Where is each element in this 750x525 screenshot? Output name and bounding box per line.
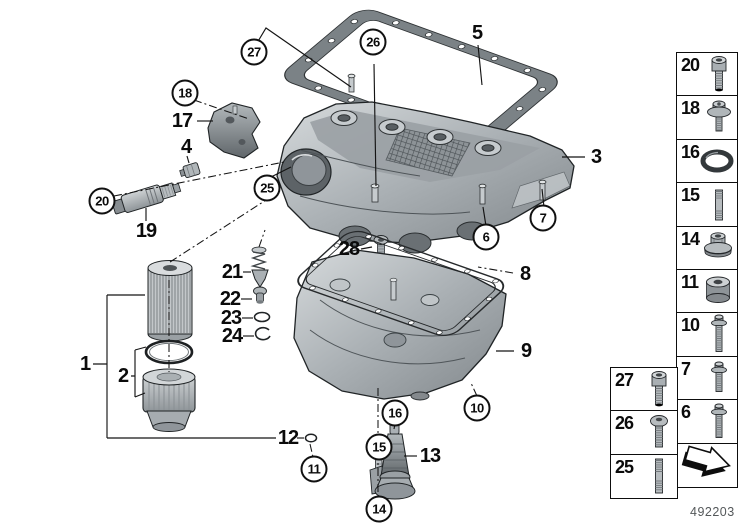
torx-screw-with-washer-icon bbox=[702, 97, 736, 139]
legend-part-number: 10 bbox=[681, 315, 700, 336]
flange-bolt-medium-icon bbox=[702, 401, 736, 443]
callout-21[interactable]: 21 bbox=[221, 261, 243, 283]
legend-cell-25[interactable]: 25 bbox=[610, 453, 678, 499]
callout-6[interactable]: 6 bbox=[472, 223, 500, 251]
callout-2[interactable]: 2 bbox=[117, 365, 129, 387]
legend-part-number: 26 bbox=[615, 413, 634, 434]
screw-plug-icon bbox=[700, 271, 736, 313]
callout-4[interactable]: 4 bbox=[180, 136, 192, 158]
legend-cell-arrow[interactable] bbox=[676, 442, 738, 488]
socket-head-cap-screw-icon bbox=[702, 54, 736, 96]
callout-3[interactable]: 3 bbox=[590, 146, 602, 168]
callout-5[interactable]: 5 bbox=[471, 22, 483, 44]
callout-26[interactable]: 26 bbox=[359, 28, 387, 56]
callout-17[interactable]: 17 bbox=[171, 110, 193, 132]
callout-14[interactable]: 14 bbox=[365, 495, 393, 523]
legend-cell-14[interactable]: 14 bbox=[676, 225, 738, 271]
legend-cell-6[interactable]: 6 bbox=[676, 399, 738, 445]
callout-1[interactable]: 1 bbox=[79, 353, 91, 375]
stud-bolt-long-icon bbox=[642, 455, 676, 497]
callout-24[interactable]: 24 bbox=[221, 325, 243, 347]
legend-part-number: 16 bbox=[681, 141, 700, 162]
callout-28[interactable]: 28 bbox=[338, 238, 360, 260]
legend-cell-10[interactable]: 10 bbox=[676, 312, 738, 358]
callout-13[interactable]: 13 bbox=[419, 445, 441, 467]
legend-part-number: 6 bbox=[681, 402, 691, 423]
callout-19[interactable]: 19 bbox=[135, 220, 157, 242]
callout-15[interactable]: 15 bbox=[365, 433, 393, 461]
bracket-drawing bbox=[207, 102, 261, 159]
callout-23[interactable]: 23 bbox=[220, 307, 242, 329]
flange-bolt-long-icon bbox=[702, 314, 736, 356]
callout-10[interactable]: 10 bbox=[463, 394, 491, 422]
upper-sump-drawing bbox=[276, 73, 575, 254]
legend-part-number: 18 bbox=[681, 98, 700, 119]
lower-pan-drawing bbox=[293, 249, 507, 401]
legend-cell-20[interactable]: 20 bbox=[676, 52, 738, 97]
fitting-drawing bbox=[179, 162, 201, 179]
legend-part-number: 11 bbox=[681, 272, 699, 293]
valve-parts-drawing bbox=[250, 246, 271, 341]
callout-7[interactable]: 7 bbox=[529, 204, 557, 232]
callout-11[interactable]: 11 bbox=[300, 455, 328, 483]
legend-part-number: 27 bbox=[615, 370, 634, 390]
legend-part-number: 25 bbox=[615, 456, 634, 477]
callout-8[interactable]: 8 bbox=[519, 263, 531, 285]
callout-9[interactable]: 9 bbox=[520, 340, 532, 362]
flange-bolt-short-icon bbox=[702, 357, 736, 399]
legend-cell-15[interactable]: 15 bbox=[676, 182, 738, 228]
legend-cell-26[interactable]: 26 bbox=[610, 410, 678, 456]
legend-cell-27[interactable]: 27 bbox=[610, 367, 678, 412]
callout-25[interactable]: 25 bbox=[253, 174, 281, 202]
legend-part-number: 20 bbox=[681, 55, 700, 75]
legend-cell-18[interactable]: 18 bbox=[676, 95, 738, 141]
callout-18[interactable]: 18 bbox=[171, 79, 199, 107]
callout-12[interactable]: 12 bbox=[277, 427, 299, 449]
callout-20[interactable]: 20 bbox=[88, 187, 116, 215]
oil-filter-drawing bbox=[142, 260, 196, 432]
legend-cell-16[interactable]: 16 bbox=[676, 138, 738, 184]
legend-part-number: 7 bbox=[681, 358, 691, 379]
figure-number: 492203 bbox=[690, 505, 735, 519]
direction-arrow-icon bbox=[680, 445, 736, 485]
button-head-screw-icon bbox=[642, 412, 676, 454]
callout-22[interactable]: 22 bbox=[219, 288, 241, 310]
sensor-drawing bbox=[111, 182, 182, 215]
legend-table-left-column: 27 26 25 bbox=[610, 367, 678, 499]
flange-nut-icon bbox=[700, 227, 736, 269]
legend-part-number: 14 bbox=[681, 228, 700, 249]
socket-head-cap-screw-icon bbox=[642, 369, 676, 411]
seal-ring-drawing bbox=[304, 433, 318, 443]
legend-table-right-column: 20 18 16 15 14 11 10 7 bbox=[676, 52, 738, 488]
legend-cell-7[interactable]: 7 bbox=[676, 355, 738, 401]
o-ring-icon bbox=[698, 140, 736, 182]
callout-27[interactable]: 27 bbox=[240, 38, 268, 66]
legend-part-number: 15 bbox=[681, 185, 700, 206]
callout-16[interactable]: 16 bbox=[381, 399, 409, 427]
stud-bolt-icon bbox=[702, 184, 736, 226]
legend-cell-11[interactable]: 11 bbox=[676, 269, 738, 315]
lower-gasket-drawing bbox=[297, 230, 505, 336]
